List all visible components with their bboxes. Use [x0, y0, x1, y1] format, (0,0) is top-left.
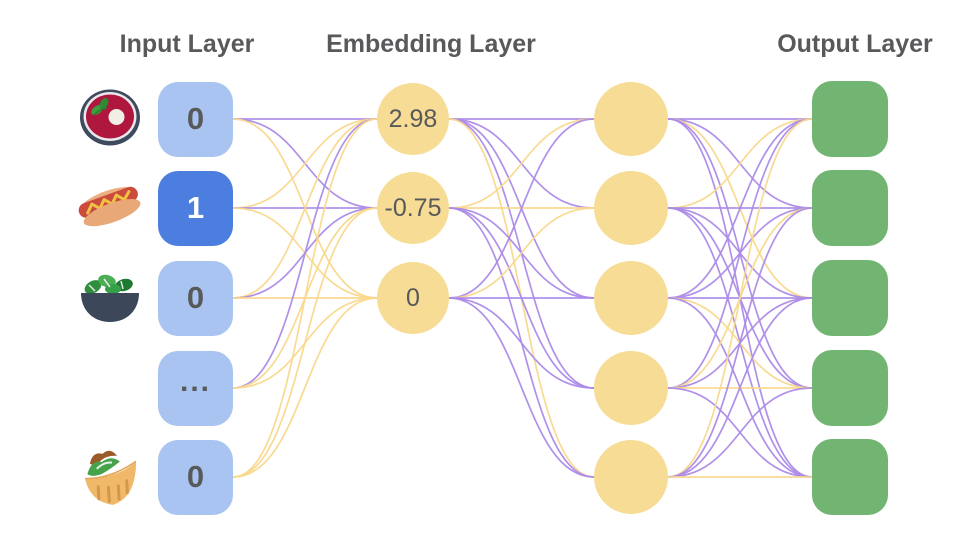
output-node-1 [812, 81, 888, 157]
output-layer-title: Output Layer [777, 30, 933, 58]
embedding-node-3: 0 [377, 262, 449, 334]
hidden-node-5 [594, 440, 668, 514]
edge-line [448, 207, 595, 299]
output-node-5 [812, 439, 888, 515]
edge-line [232, 207, 378, 478]
edge-line [232, 118, 378, 299]
input-node-hot-dog: 1 [158, 170, 233, 246]
input-node-borscht: 0 [158, 81, 233, 157]
edge-line [667, 118, 813, 478]
edge-line [667, 118, 813, 389]
input-node-pita: 0 [158, 439, 233, 515]
edge-line [232, 118, 378, 209]
hidden-node-3 [594, 261, 668, 335]
hidden-node-4 [594, 351, 668, 425]
edge-line [448, 118, 595, 299]
input-layer-title: Input Layer [119, 30, 255, 58]
input-node-salad: 0 [158, 260, 233, 336]
edge-line [667, 118, 813, 299]
input-node-ellipsis: ... [158, 350, 233, 426]
pita-icon [84, 450, 137, 505]
edge-line [667, 387, 813, 478]
hot-dog-icon [78, 186, 141, 227]
embedding-node-1: 2.98 [377, 83, 449, 155]
hidden-node-1 [594, 82, 668, 156]
edge-line [232, 118, 378, 478]
embedding-node-2: -0.75 [377, 172, 449, 244]
embedding-layer-title: Embedding Layer [326, 30, 536, 58]
salad-bowl-icon [81, 274, 139, 322]
output-node-3 [812, 260, 888, 336]
edge-line [232, 297, 378, 478]
edge-line [448, 118, 595, 209]
edge-line [667, 118, 813, 209]
hidden-node-2 [594, 171, 668, 245]
borscht-bowl-icon [80, 89, 140, 146]
edge-line [667, 297, 813, 478]
edge-line [448, 297, 595, 478]
edge-line [448, 297, 595, 389]
edge-line [667, 207, 813, 478]
output-node-2 [812, 170, 888, 246]
output-node-4 [812, 350, 888, 426]
edge-line [232, 118, 378, 389]
